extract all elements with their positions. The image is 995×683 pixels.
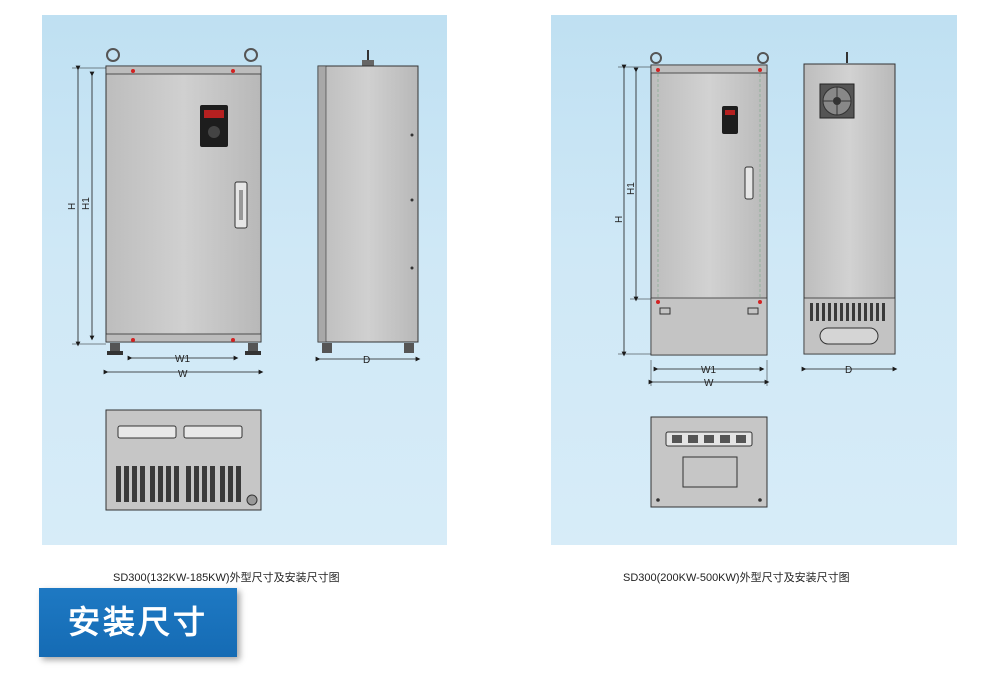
label-h1-left: H1 xyxy=(81,197,92,210)
figure-caption-right: SD300(200KW-500KW)外型尺寸及安装尺寸图 xyxy=(623,572,850,584)
cabinet-side-left xyxy=(315,50,421,362)
figure-caption-left: SD300(132KW-185KW)外型尺寸及安装尺寸图 xyxy=(113,572,340,584)
height-dimensions-left xyxy=(72,65,106,347)
label-d-left: D xyxy=(363,355,370,366)
section-banner: 安装尺寸 xyxy=(39,588,237,657)
label-w1-left: W1 xyxy=(175,354,190,365)
cabinet-bottom-left xyxy=(105,409,262,511)
figure-panel-right xyxy=(551,15,957,545)
cabinet-front-left xyxy=(105,48,262,355)
label-h-left: H xyxy=(67,203,78,210)
width-dimensions-left xyxy=(103,355,264,375)
keypad-icon xyxy=(200,105,228,147)
door-handle-icon xyxy=(234,181,248,229)
section-title: 安装尺寸 xyxy=(67,603,208,641)
label-w-left: W xyxy=(178,369,188,380)
